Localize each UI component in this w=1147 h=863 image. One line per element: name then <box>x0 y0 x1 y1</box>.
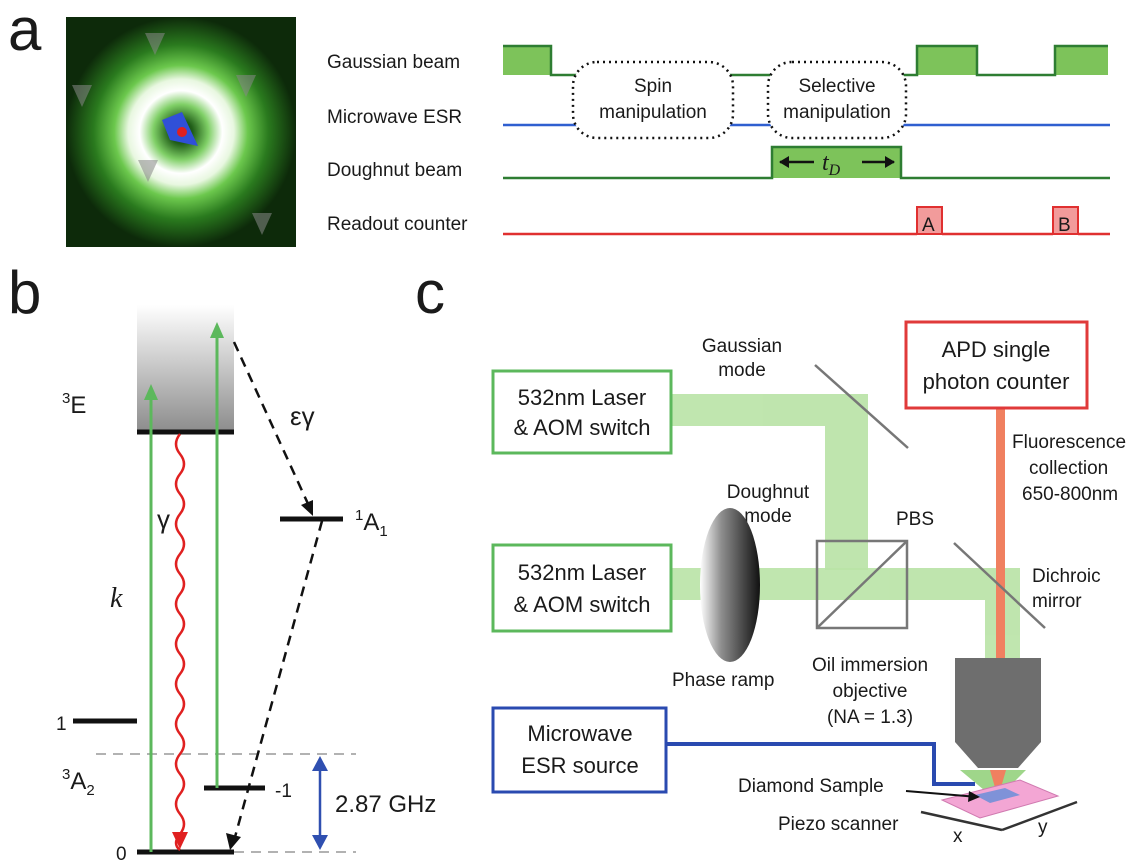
objective-line1: Oil immersion <box>812 655 928 676</box>
phase-ramp-label: Phase ramp <box>672 670 774 691</box>
laser-box-2-line2: & AOM switch <box>514 592 651 617</box>
gamma-label: γ <box>157 504 170 534</box>
doughnut-mode-line2: mode <box>744 506 792 527</box>
laser-box-2-line1: 532nm Laser <box>518 560 646 585</box>
readout-pulse-a: A <box>922 215 935 236</box>
dichroic-line1: Dichroic <box>1032 566 1101 587</box>
gaussian-mode-line1: Gaussian <box>702 336 782 357</box>
zero-field-splitting-arrow <box>312 756 328 850</box>
laser-box-1 <box>491 369 673 455</box>
readout-trace <box>503 206 1110 236</box>
microwave-wire <box>666 742 975 786</box>
doughnut-mode-line1: Doughnut <box>727 482 810 503</box>
readout-pulse-b: B <box>1058 215 1071 236</box>
piezo-stage <box>940 779 1060 819</box>
ground-state-label: 3A2 <box>62 766 95 799</box>
excited-state-label: 3E <box>62 390 86 419</box>
laser-box-2 <box>491 543 673 633</box>
fluorescence-beam <box>996 408 1005 660</box>
selective-box-line1: Selective <box>798 76 875 97</box>
spin-manipulation-box <box>571 60 735 140</box>
diamond-pointer-arrow <box>905 790 980 802</box>
pump-arrow-left <box>144 384 158 852</box>
microwave-line1: Microwave <box>527 721 632 746</box>
panel-label-c: c <box>415 259 445 326</box>
singlet-decay-arrow <box>226 520 324 850</box>
selective-box-line2: manipulation <box>783 102 891 123</box>
microwave-line2: ESR source <box>521 753 638 778</box>
microwave-box <box>491 706 668 794</box>
ground-level-plus1-label: 1 <box>56 714 67 735</box>
row-label-readout: Readout counter <box>327 214 468 235</box>
td-label: tD <box>822 150 841 179</box>
ground-level-zero-label: 0 <box>116 844 127 863</box>
phase-ramp-lens <box>700 508 760 662</box>
panel-label-b: b <box>8 259 41 326</box>
apd-line2: photon counter <box>923 369 1070 394</box>
focused-fluorescence <box>990 770 1006 798</box>
splitting-label: 2.87 GHz <box>335 791 436 818</box>
apd-box <box>904 320 1089 410</box>
fluorescence-line3: 650-800nm <box>1022 484 1118 505</box>
axis-y-label: y <box>1038 817 1048 838</box>
laser-box-1-line2: & AOM switch <box>514 415 651 440</box>
gaussian-trace <box>503 44 1108 77</box>
row-label-doughnut: Doughnut beam <box>327 160 462 181</box>
spin-box-line1: Spin <box>634 76 672 97</box>
fluorescence-line1: Fluorescence <box>1012 432 1126 453</box>
row-label-gaussian: Gaussian beam <box>327 52 460 73</box>
td-arrow <box>779 156 895 168</box>
spin-box-line2: manipulation <box>599 102 707 123</box>
axis-x-label: x <box>953 826 963 847</box>
pump-arrow-right <box>210 322 224 788</box>
apd-line1: APD single <box>942 337 1051 362</box>
eps-gamma-label: εγ <box>290 401 315 431</box>
diamond-sample-label: Diamond Sample <box>738 776 884 797</box>
focused-beam <box>960 770 1026 800</box>
pump-rate-label: k <box>110 583 123 614</box>
dichroic-mirror <box>953 542 1046 629</box>
objective <box>955 658 1041 768</box>
objective-line3: (NA = 1.3) <box>827 707 913 728</box>
dichroic-line2: mirror <box>1032 591 1082 612</box>
singlet-label: 1A1 <box>355 507 388 540</box>
piezo-scanner-label: Piezo scanner <box>778 814 899 835</box>
fluorescence-line2: collection <box>1029 458 1108 479</box>
gaussian-mode-line2: mode <box>718 360 766 381</box>
panel-label-a: a <box>8 0 42 63</box>
pbs-label: PBS <box>896 509 934 530</box>
pbs-cube <box>815 539 909 630</box>
doughnut-image <box>66 17 296 247</box>
radiative-decay-arrow <box>172 433 188 851</box>
selective-manipulation-box <box>766 60 908 140</box>
ground-level-minus1-label: -1 <box>275 781 292 802</box>
isc-arrow <box>232 341 313 516</box>
laser-box-1-line1: 532nm Laser <box>518 385 646 410</box>
gaussian-mirror <box>814 364 909 449</box>
row-label-microwave: Microwave ESR <box>327 107 462 128</box>
objective-line2: objective <box>833 681 908 702</box>
scan-axes <box>920 800 1078 832</box>
